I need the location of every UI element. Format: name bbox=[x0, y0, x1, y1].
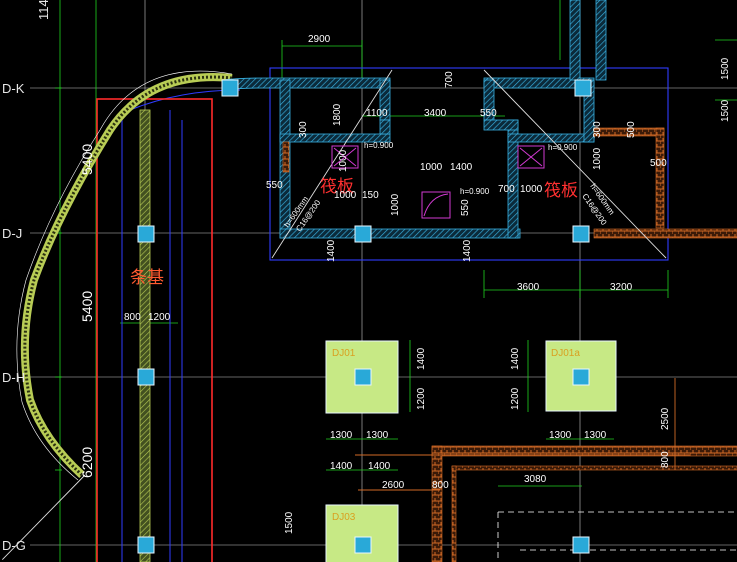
svg-text:300: 300 bbox=[592, 121, 603, 138]
hatched-walls bbox=[221, 0, 607, 239]
svg-text:3080: 3080 bbox=[524, 474, 547, 485]
svg-text:1300: 1300 bbox=[330, 430, 353, 441]
svg-text:3400: 3400 bbox=[424, 108, 447, 119]
svg-text:500: 500 bbox=[626, 121, 637, 138]
svg-text:800: 800 bbox=[124, 312, 141, 323]
axis-label-dh: D-H bbox=[2, 370, 25, 385]
top-fragment-label: 114 bbox=[36, 0, 51, 20]
svg-text:700: 700 bbox=[498, 184, 515, 195]
svg-text:h=0.900: h=0.900 bbox=[460, 187, 490, 196]
svg-text:800: 800 bbox=[432, 480, 449, 491]
slab-label-right: 筏板 bbox=[544, 181, 578, 201]
brick-walls bbox=[282, 127, 737, 562]
dashed-outline bbox=[497, 511, 737, 562]
svg-text:1000: 1000 bbox=[334, 190, 357, 201]
svg-text:1000: 1000 bbox=[520, 184, 543, 195]
orange-dims bbox=[355, 378, 690, 491]
svg-text:1000: 1000 bbox=[420, 162, 443, 173]
svg-text:1500: 1500 bbox=[720, 99, 731, 122]
svg-text:700: 700 bbox=[444, 71, 455, 88]
svg-text:h=0.900: h=0.900 bbox=[548, 143, 578, 152]
svg-text:1200: 1200 bbox=[148, 312, 171, 323]
svg-text:2600: 2600 bbox=[382, 480, 405, 491]
strip-label: 条基 bbox=[130, 268, 164, 288]
svg-text:1800: 1800 bbox=[332, 103, 343, 126]
svg-text:800: 800 bbox=[660, 451, 671, 468]
svg-text:1200: 1200 bbox=[416, 387, 427, 410]
svg-text:500: 500 bbox=[650, 158, 667, 169]
left-dim-3: 6200 bbox=[79, 447, 95, 478]
footing-tag-dj01: DJ01 bbox=[332, 348, 356, 359]
svg-text:1100: 1100 bbox=[366, 108, 388, 119]
axis-label-dj: D-J bbox=[2, 226, 22, 241]
svg-text:2900: 2900 bbox=[308, 34, 331, 45]
svg-text:1200: 1200 bbox=[510, 387, 521, 410]
svg-text:1000: 1000 bbox=[592, 147, 603, 170]
svg-text:1000: 1000 bbox=[390, 193, 401, 216]
axis-label-dg: D-G bbox=[2, 538, 26, 553]
slab-label-left: 筏板 bbox=[320, 177, 354, 197]
svg-text:1400: 1400 bbox=[462, 239, 473, 262]
raft-slab-outline bbox=[269, 67, 669, 261]
svg-text:1400: 1400 bbox=[326, 239, 337, 262]
svg-text:1500: 1500 bbox=[284, 511, 295, 534]
strip-base-outline bbox=[96, 98, 213, 562]
svg-text:1400: 1400 bbox=[330, 461, 353, 472]
left-dim-2: 5400 bbox=[79, 291, 95, 322]
svg-text:1400: 1400 bbox=[510, 347, 521, 370]
svg-text:1300: 1300 bbox=[584, 430, 607, 441]
svg-text:550: 550 bbox=[480, 108, 497, 119]
svg-text:1400: 1400 bbox=[450, 162, 473, 173]
svg-text:550: 550 bbox=[266, 180, 283, 191]
svg-text:550: 550 bbox=[460, 199, 471, 216]
svg-text:1500: 1500 bbox=[720, 57, 731, 80]
svg-text:2500: 2500 bbox=[660, 407, 671, 430]
svg-text:1000: 1000 bbox=[338, 149, 349, 172]
strip-foundation-outlines bbox=[121, 89, 241, 562]
svg-text:1400: 1400 bbox=[368, 461, 391, 472]
svg-text:h=0.900: h=0.900 bbox=[364, 141, 394, 150]
footing-tag-dj03: DJ03 bbox=[332, 512, 356, 523]
dimension-texts: 2900 700 1500 1500 1800 1100 3400 550 30… bbox=[124, 34, 731, 534]
curved-wall-strip bbox=[20, 73, 233, 478]
footing-tag-dj01a: DJ01a bbox=[551, 348, 580, 359]
svg-text:1300: 1300 bbox=[549, 430, 572, 441]
svg-text:3600: 3600 bbox=[517, 282, 540, 293]
svg-text:1300: 1300 bbox=[366, 430, 389, 441]
axis-label-dk: D-K bbox=[2, 81, 25, 96]
strip-wall bbox=[139, 109, 151, 562]
svg-text:3200: 3200 bbox=[610, 282, 633, 293]
pits bbox=[331, 145, 545, 219]
svg-text:150: 150 bbox=[362, 190, 379, 201]
left-dim-1: 5400 bbox=[79, 144, 95, 175]
svg-text:1400: 1400 bbox=[416, 347, 427, 370]
svg-text:300: 300 bbox=[298, 121, 309, 138]
